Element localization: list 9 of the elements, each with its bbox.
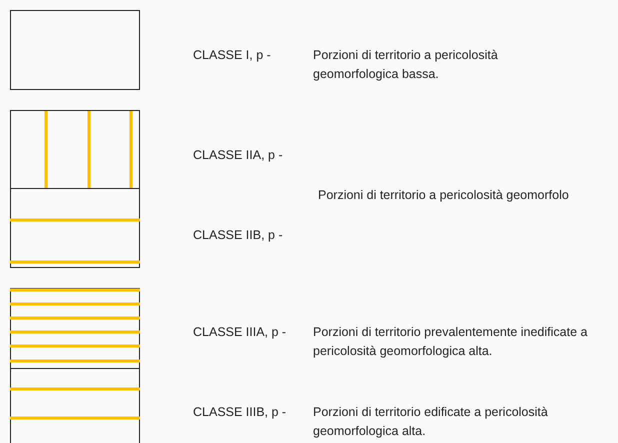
class-label: CLASSE IIB, p - [193,227,283,244]
class-description: Porzioni di territorio prevalentemente inedificate a pericolosità geomorfologica alta. [313,324,588,360]
class-label: CLASSE IIIB, p - [193,404,286,421]
class-description: Porzioni di territorio edificate a pericolosità geomorfologica alta. [313,404,549,440]
class-label: CLASSE IIA, p - [193,147,283,164]
class-label: CLASSE I, p - [193,47,271,64]
class-description: Porzioni di territorio a pericolosità geomorfolo [318,187,569,204]
class-label: CLASSE IIIA, p - [193,324,286,341]
class-description: Porzioni di territorio a pericolosità geomorfologica bassa. [313,47,499,83]
